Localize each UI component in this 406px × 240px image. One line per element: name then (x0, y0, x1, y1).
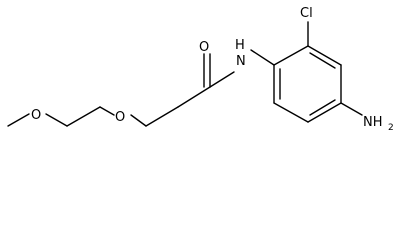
bond-methyl-o (7, 113, 30, 127)
bond-carbonyl-n (209, 71, 235, 88)
bond-ch2-carbonyl (177, 86, 211, 108)
structure-diagram: O O O H N Cl NH 2 (7, 6, 394, 133)
atom-nh2-subscript: 2 (388, 123, 394, 133)
ring-double-c2-c3 (309, 52, 336, 69)
atom-o-methoxy: O (31, 108, 41, 123)
bond-ch2-ch2-a (66, 106, 101, 127)
bond-o-ch2-b (130, 114, 147, 127)
ring-double-c4-c5 (309, 99, 336, 116)
bond-o-ch2-a (45, 113, 68, 127)
atom-nh2: NH (363, 115, 383, 130)
atom-o-carbonyl: O (199, 40, 209, 55)
bond-n-aryl (250, 49, 275, 66)
bonds (7, 21, 363, 127)
atom-h-amide: H (235, 38, 245, 53)
atom-labels: O O O H N Cl NH 2 (31, 6, 394, 133)
bond-aryl-nh2 (340, 102, 363, 116)
atom-n-amide: N (236, 54, 246, 69)
ring-bond-c2-c3 (307, 45, 342, 66)
atom-o-ether: O (115, 110, 125, 125)
ring-bond-c1-c2 (273, 45, 309, 66)
bond-ch2-o-b (99, 106, 115, 116)
atom-cl: Cl (300, 6, 313, 21)
ring-bond-c5-c6 (273, 102, 309, 123)
bond-ch2-ch2-b (145, 106, 179, 127)
ring-bond-c4-c5 (307, 102, 342, 123)
